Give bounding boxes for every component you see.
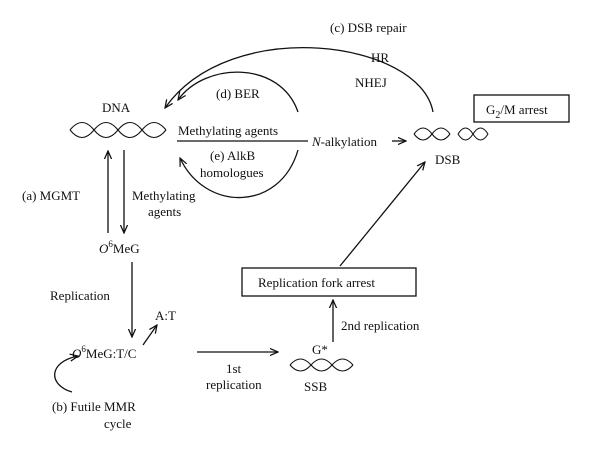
dna-helix-ssb — [289, 358, 354, 372]
dna-label: DNA — [102, 100, 131, 115]
dna-helix-dsb-right — [457, 127, 489, 141]
methylating-agents-label-line1: Methylating — [132, 188, 196, 203]
alkb-arc — [180, 149, 299, 199]
futile-mmr-loop — [54, 356, 78, 393]
n-alkylation-label: N-alkylation — [311, 134, 377, 149]
first-replication-label-line2: replication — [206, 377, 262, 392]
replication-fork-arrest-label: Replication fork arrest — [258, 275, 375, 290]
futile-mmr-label-line2: cycle — [104, 416, 132, 431]
dsb-repair-arc — [165, 47, 434, 113]
to-at-arrow — [142, 325, 157, 346]
dna-helix-dsb-left — [413, 127, 451, 141]
futile-mmr-label-line1: (b) Futile MMR — [52, 399, 136, 414]
ber-arc — [178, 71, 299, 113]
replication-label: Replication — [50, 288, 110, 303]
g2m-arrest-label: G2/M arrest — [486, 102, 548, 121]
fork-arrest-to-dsb-arrow — [339, 162, 425, 267]
ssb-label: SSB — [304, 379, 327, 394]
dna-helix-main — [69, 121, 167, 139]
dsb-repair-label: (c) DSB repair — [330, 20, 407, 35]
nhej-label: NHEJ — [355, 75, 387, 90]
mgmt-label: (a) MGMT — [22, 188, 80, 203]
o6megtc-label: O6MeG:T/C — [72, 344, 136, 361]
g-star-label: G* — [312, 342, 328, 357]
o6meg-label: O6MeG — [99, 239, 140, 256]
first-replication-label-line1: 1st — [226, 361, 242, 376]
hr-label: HR — [371, 50, 389, 65]
g2m-arrest-box — [473, 94, 570, 123]
methylating-agents-center-label: Methylating agents — [178, 123, 278, 138]
alkb-label-line1: (e) AlkB — [210, 148, 255, 163]
at-label: A:T — [155, 308, 176, 323]
replication-fork-arrest-box — [241, 267, 417, 297]
ber-label: (d) BER — [216, 86, 260, 101]
methylating-agents-label-line2: agents — [148, 204, 181, 219]
alkb-label-line2: homologues — [200, 165, 264, 180]
second-replication-label: 2nd replication — [341, 318, 420, 333]
dsb-label: DSB — [435, 152, 461, 167]
